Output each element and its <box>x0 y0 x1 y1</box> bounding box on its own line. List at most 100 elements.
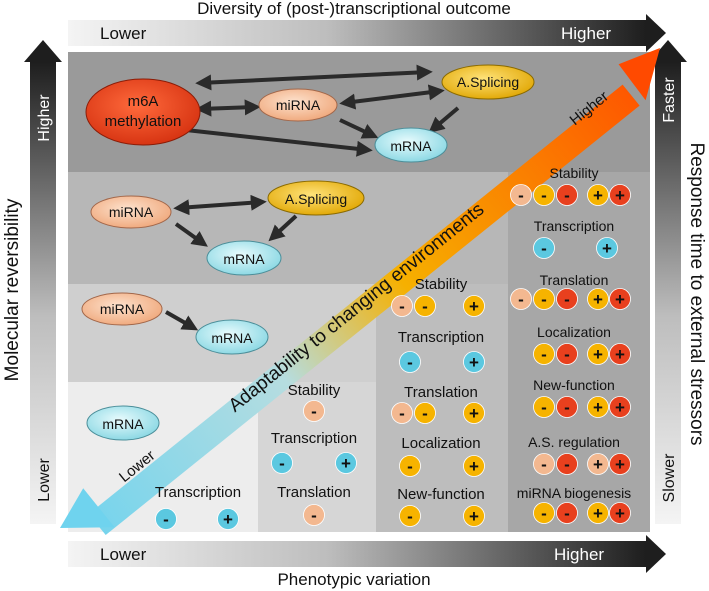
node-mrna-top-label: mRNA <box>390 138 432 154</box>
arrow-m6a-mirna <box>195 99 261 117</box>
top-axis-bar <box>68 20 646 46</box>
svg-text:-: - <box>541 398 547 417</box>
effect-label: Translation <box>404 384 478 401</box>
plus-sign-icon: + <box>587 288 609 310</box>
arrow-mirna-asplicing-mid <box>173 194 267 216</box>
svg-text:+: + <box>469 404 479 423</box>
node-mirna-top: miRNA <box>258 88 338 122</box>
node-asplicing-top: A.Splicing <box>441 64 535 100</box>
plus-sign-icon: + <box>587 343 609 365</box>
bottom-axis-arrowhead <box>646 535 666 573</box>
minus-sign-icon: - <box>391 295 413 317</box>
right-axis-arrowhead <box>649 40 687 62</box>
bottom-axis-title: Phenotypic variation <box>277 570 430 589</box>
effect-label: Transcription <box>271 430 357 447</box>
plus-sign-icon: + <box>587 453 609 475</box>
effect-label: A.S. regulation <box>528 434 620 450</box>
minus-sign-icon: - <box>533 396 555 418</box>
svg-text:-: - <box>279 454 285 473</box>
plus-sign-icon: + <box>463 351 485 373</box>
svg-text:-: - <box>564 186 570 205</box>
effect-label: Translation <box>277 484 351 501</box>
svg-text:+: + <box>593 186 603 205</box>
svg-text:+: + <box>593 455 603 474</box>
arrow-m6a-asplicing <box>195 64 433 91</box>
minus-sign-icon: - <box>556 453 578 475</box>
svg-text:-: - <box>311 402 317 421</box>
svg-text:+: + <box>615 345 625 364</box>
effect-label: Transcription <box>534 218 614 234</box>
plus-sign-icon: + <box>609 396 631 418</box>
regulation-column-4: Stability---++Transcription-+Translation… <box>510 165 631 524</box>
svg-text:-: - <box>541 290 547 309</box>
svg-text:-: - <box>564 290 570 309</box>
plus-sign-icon: + <box>463 295 485 317</box>
minus-sign-icon: - <box>414 295 436 317</box>
top-axis-arrowhead <box>646 14 666 52</box>
svg-text:+: + <box>615 455 625 474</box>
effect-label: New-function <box>397 486 485 503</box>
svg-text:-: - <box>311 506 317 525</box>
arrow-asplicing-mrna-mid <box>268 214 298 242</box>
node-mirna-low: miRNA <box>81 292 163 326</box>
plus-sign-icon: + <box>609 288 631 310</box>
minus-sign-icon: - <box>533 288 555 310</box>
left-axis-arrowhead <box>24 40 62 62</box>
regulation-column-3: Stability--+Transcription-+Translation--… <box>391 276 485 527</box>
svg-text:-: - <box>163 510 169 529</box>
svg-text:-: - <box>541 186 547 205</box>
node-m6a-methylation: m6A methylation <box>85 78 201 146</box>
right-axis-high: Faster <box>661 77 678 123</box>
right-axis-low: Slower <box>661 453 678 503</box>
adaptability-arrow-low-head <box>60 488 115 528</box>
node-mrna-low: mRNA <box>195 319 269 355</box>
plus-sign-icon: + <box>463 505 485 527</box>
svg-text:+: + <box>615 290 625 309</box>
top-axis-low: Lower <box>100 24 147 43</box>
minus-sign-icon: - <box>391 402 413 424</box>
node-asplicing-top-label: A.Splicing <box>457 74 519 90</box>
effect-label: New-function <box>533 377 615 393</box>
minus-sign-icon: - <box>271 452 293 474</box>
minus-sign-icon: - <box>510 184 532 206</box>
svg-text:+: + <box>469 507 479 526</box>
node-mrna-mid-label: mRNA <box>223 251 265 267</box>
svg-text:-: - <box>399 404 405 423</box>
minus-sign-icon: - <box>399 505 421 527</box>
arrow-mirna-mrna-low <box>165 310 199 331</box>
svg-text:-: - <box>564 455 570 474</box>
regulation-column-1: Transcription-+ <box>155 484 241 530</box>
svg-text:-: - <box>541 455 547 474</box>
right-axis-bar <box>655 62 681 524</box>
node-m6a-line1: m6A <box>128 93 159 110</box>
effect-label: Stability <box>549 165 598 181</box>
minus-sign-icon: - <box>510 288 532 310</box>
minus-sign-icon: - <box>556 502 578 524</box>
svg-text:+: + <box>615 398 625 417</box>
plus-sign-icon: + <box>587 502 609 524</box>
plus-sign-icon: + <box>463 402 485 424</box>
plus-sign-icon: + <box>609 502 631 524</box>
svg-text:+: + <box>469 457 479 476</box>
minus-sign-icon: - <box>533 184 555 206</box>
minus-sign-icon: - <box>399 455 421 477</box>
svg-text:+: + <box>593 504 603 523</box>
minus-sign-icon: - <box>303 504 325 526</box>
minus-sign-icon: - <box>414 402 436 424</box>
plus-sign-icon: + <box>217 508 239 530</box>
svg-text:-: - <box>564 504 570 523</box>
plus-sign-icon: + <box>609 184 631 206</box>
bottom-axis-bar <box>68 541 646 567</box>
node-mrna-mid: mRNA <box>206 240 282 276</box>
top-axis-title: Diversity of (post-)transcriptional outc… <box>197 0 511 18</box>
svg-text:-: - <box>564 398 570 417</box>
effect-label: Transcription <box>398 329 484 346</box>
svg-text:+: + <box>615 504 625 523</box>
node-m6a-line2: methylation <box>105 113 182 130</box>
left-axis-title: Molecular reversibility <box>2 198 23 381</box>
node-mrna-top: mRNA <box>374 127 448 163</box>
node-asplicing-mid-label: A.Splicing <box>285 191 347 207</box>
effect-label: Stability <box>288 382 341 399</box>
right-axis-title: Response time to external stressors <box>686 142 707 445</box>
